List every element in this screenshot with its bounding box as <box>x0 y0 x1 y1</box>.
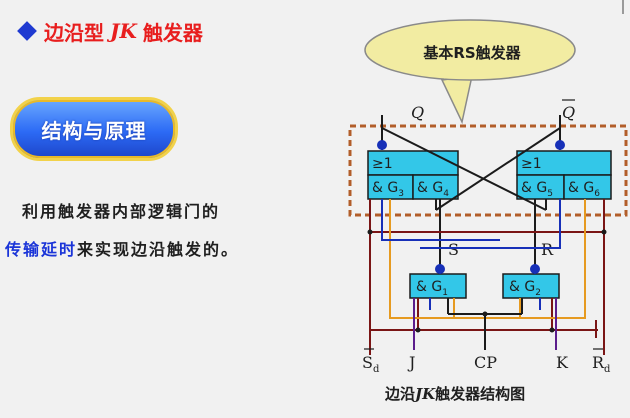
output-qbar-label: Q <box>562 103 575 122</box>
input-cp-label: CP <box>474 353 497 372</box>
body-rest-text: 来实现边沿触发的。 <box>77 240 240 259</box>
svg-text:& G2: & G2 <box>509 279 541 298</box>
output-q-dot <box>377 140 387 150</box>
callout-bubble <box>364 19 576 81</box>
g1-output-dot <box>435 264 445 274</box>
gate-g1: & G1 <box>409 273 467 299</box>
scroll-indicator <box>622 0 624 14</box>
caption-suffix: 触发器结构图 <box>435 385 526 403</box>
input-k-label: K <box>556 353 569 372</box>
input-sd-label: Sd <box>362 353 380 375</box>
signal-s-label: S <box>448 240 459 259</box>
input-j-label: J <box>407 353 415 372</box>
rs-flipflop-dashed-box <box>348 124 628 217</box>
svg-text:& G6: & G6 <box>568 180 600 199</box>
left-and-or-gate: ≥1 & G3 & G4 <box>367 150 459 200</box>
body-line-1: 利用触发器内部逻辑门的 <box>22 202 221 221</box>
body-line-2: 传输延时来实现边沿触发的。 <box>5 236 239 260</box>
right-and-or-gate: ≥1 & G5 & G6 <box>516 150 612 200</box>
body-highlight-text: 传输延时 <box>5 240 78 259</box>
svg-text:& G1: & G1 <box>416 279 448 298</box>
structure-principle-button[interactable]: 结构与原理 <box>10 97 178 161</box>
left-or-label: ≥1 <box>372 156 393 172</box>
output-q-label: Q <box>411 103 424 122</box>
g2-output-dot <box>530 264 540 274</box>
right-or-label: ≥1 <box>521 156 542 172</box>
gate-g2: & G2 <box>502 273 560 299</box>
svg-text:& G4: & G4 <box>417 180 449 199</box>
input-rd-label: Rd <box>592 353 611 375</box>
output-qbar-dot <box>555 140 565 150</box>
svg-text:& G5: & G5 <box>521 180 553 199</box>
caption-prefix: 边沿 <box>385 385 416 403</box>
title-suffix: 触发器 <box>142 20 203 45</box>
rs-flipflop-label: 基本RS触发器 <box>423 44 521 62</box>
title-jk: JK <box>110 19 137 43</box>
structure-principle-label: 结构与原理 <box>41 118 147 143</box>
svg-text:& G3: & G3 <box>372 180 404 199</box>
title-prefix: 边沿型 <box>44 20 104 45</box>
rs-flipflop-callout <box>364 19 576 125</box>
signal-r-label: R <box>541 240 554 259</box>
diagram-caption: 边沿JK触发器结构图 <box>385 383 525 404</box>
caption-jk: JK <box>415 385 436 403</box>
